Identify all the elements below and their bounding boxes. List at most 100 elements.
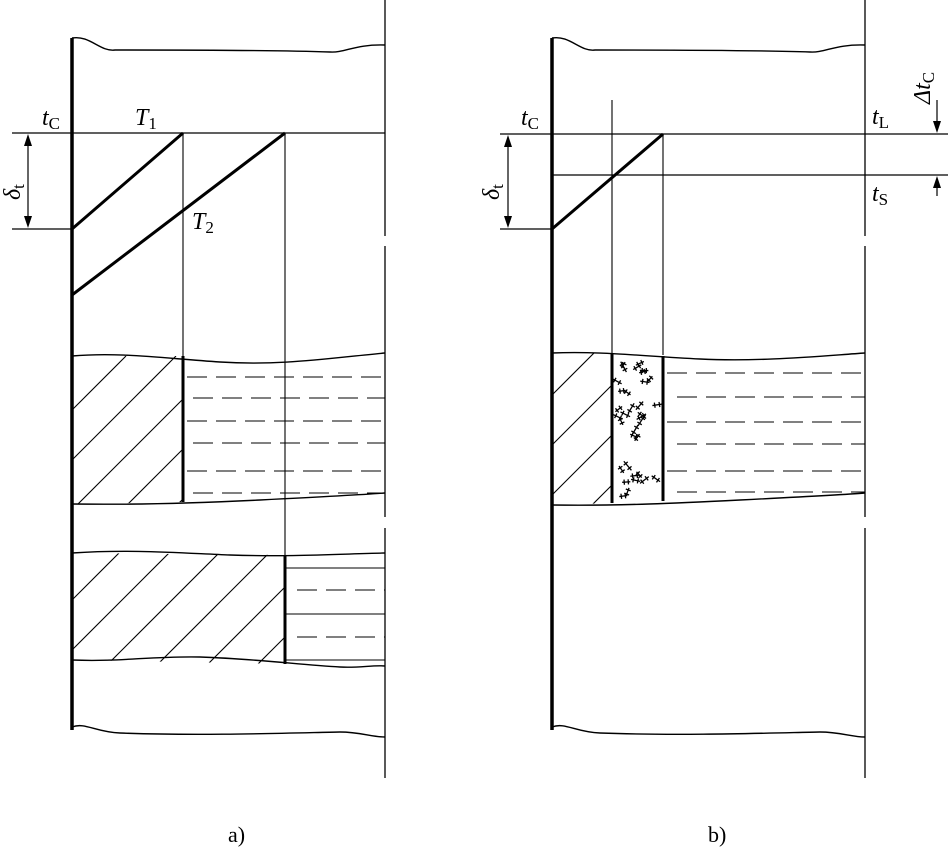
dendrite-mark <box>651 475 661 483</box>
dendrite-mark <box>622 481 631 483</box>
dendrite-mark <box>629 433 639 439</box>
arrow-delta-tc-top <box>933 121 941 133</box>
dendrite-mark <box>637 411 647 419</box>
dendrite-tick <box>614 413 618 419</box>
dendrite-tick <box>612 377 617 383</box>
dendrite-tick <box>637 411 642 417</box>
section-t1-outline-top <box>71 352 386 364</box>
dendrite-tick <box>648 375 654 380</box>
label-tc-b: tC <box>521 105 539 133</box>
section-b-outline-top <box>551 351 866 361</box>
dendrite-mark <box>620 411 631 418</box>
dendrite-tick <box>637 415 641 421</box>
dendrite-mark <box>612 378 622 385</box>
dendrite-tick <box>619 364 625 369</box>
panel-a: tC T1 T2 δt a) <box>0 0 387 847</box>
dendrite-tick <box>617 379 622 386</box>
dendrite-tick <box>633 436 639 442</box>
dendrite-tick <box>630 432 634 438</box>
dendrite-tick <box>631 473 634 479</box>
dendrite-mark <box>640 380 650 384</box>
dendrite-mark <box>637 415 645 427</box>
dendrite-tick <box>625 412 630 419</box>
dendrite-mark <box>632 364 642 371</box>
dendrite-tick <box>639 369 643 376</box>
dendrite-tick <box>646 377 652 383</box>
dendrite-tick <box>621 410 625 416</box>
dendrite-tick <box>637 421 643 426</box>
dendrite-tick <box>631 430 637 435</box>
dendrite-tick <box>627 465 632 471</box>
dendrite-tick <box>618 405 623 411</box>
panel-b: tC tL tS δt ΔtC b) <box>479 0 948 847</box>
mushy-zone-dendrites <box>612 359 662 499</box>
dendrite-mark <box>639 476 650 484</box>
arrow-up-a <box>24 134 32 146</box>
gradient-line-t1 <box>71 131 184 231</box>
label-tc-a: tC <box>42 105 60 133</box>
section-t1-outline-bottom <box>71 492 386 505</box>
solid-hatching-t2 <box>72 553 285 664</box>
dendrite-tick <box>633 365 638 371</box>
dendrite-tick <box>614 407 620 413</box>
dendrite-tick <box>638 401 644 406</box>
dendrite-tick <box>638 473 643 479</box>
section-t2-outline-top <box>71 550 386 557</box>
dendrite-tick <box>634 434 638 440</box>
arrow-up-b <box>504 135 512 147</box>
dendrite-tick <box>655 477 660 483</box>
dendrite-tick <box>620 469 626 474</box>
dendrite-tick <box>623 461 629 466</box>
gradient-line-t2 <box>71 131 286 297</box>
dendrite-tick <box>627 408 633 413</box>
section-b <box>551 351 866 506</box>
caption-b: b) <box>708 822 726 847</box>
dendrite-tick <box>619 421 625 425</box>
caption-a: a) <box>228 822 245 847</box>
dendrite-mark <box>623 460 632 471</box>
dendrite-mark <box>635 401 644 411</box>
dendrite-mark <box>630 478 641 483</box>
label-ts: tS <box>872 181 888 209</box>
dendrite-mark <box>652 403 662 407</box>
arrow-delta-tc-bottom <box>933 176 941 188</box>
break-line-top-b <box>551 37 866 53</box>
dendrite-mark <box>618 465 625 474</box>
dendrite-mark <box>625 487 630 497</box>
dendrite-tick <box>626 391 631 397</box>
dendrite-mark <box>627 402 635 414</box>
liquid-dashes-t2 <box>297 589 385 638</box>
dendrite-tick <box>622 367 628 372</box>
arrow-down-b <box>504 216 512 228</box>
section-b-outline-bottom <box>551 492 866 506</box>
label-t1: T1 <box>135 105 157 133</box>
dendrite-tick <box>622 388 625 394</box>
label-delta-tc: ΔtC <box>910 72 938 105</box>
break-line-bottom-b <box>551 724 866 738</box>
section-t2 <box>71 550 386 668</box>
dendrite-tick <box>653 402 656 408</box>
dendrite-tick <box>640 359 644 366</box>
dendrite-tick <box>621 361 627 366</box>
solid-hatching-b <box>552 353 612 505</box>
dendrite-tick <box>658 401 661 408</box>
dendrite-tick <box>623 389 628 395</box>
dendrite-tick <box>636 478 640 484</box>
dendrite-tick <box>644 475 649 481</box>
label-t2: T2 <box>192 209 214 237</box>
dendrite-tick <box>624 492 630 496</box>
liquid-dashes-b <box>667 372 865 493</box>
dendrite-mark <box>630 474 640 477</box>
dendrite-tick <box>625 488 631 492</box>
label-tl: tL <box>872 104 889 132</box>
dendrite-tick <box>640 416 646 421</box>
dendrite-tick <box>630 403 636 408</box>
dendrite-mark <box>613 414 623 420</box>
gradient-line-b <box>551 132 664 231</box>
label-delta-t-a: δt <box>0 184 28 200</box>
dendrite-mark <box>635 360 645 366</box>
section-t1 <box>71 352 386 505</box>
dendrite-tick <box>617 465 623 470</box>
dendrite-tick <box>646 379 649 385</box>
